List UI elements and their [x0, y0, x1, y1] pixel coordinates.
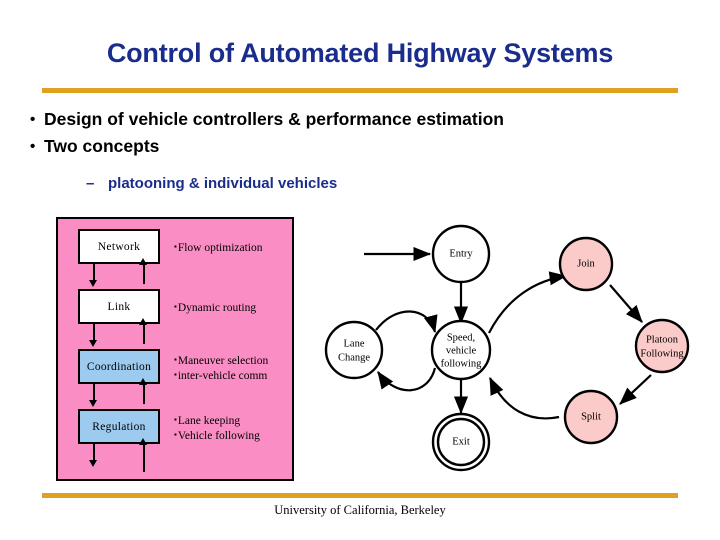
desc-text: Dynamic routing	[177, 302, 257, 314]
arrow-up-coordination-link	[143, 325, 145, 344]
desc-text: Flow optimization	[177, 242, 263, 254]
edge-platoon-to-split	[619, 374, 652, 405]
arrow-down-regulation-out	[93, 444, 95, 462]
arrow-up-link-network	[143, 265, 145, 284]
bullet-text: Design of vehicle controllers & performa…	[44, 109, 504, 129]
bottom-divider-rule	[42, 493, 678, 498]
bullet-marker-icon: •	[30, 111, 36, 128]
desc-bullet-icon: ▪	[174, 370, 177, 379]
page-title: Control of Automated Highway Systems	[106, 38, 614, 68]
bullet-list: • Design of vehicle controllers & perfor…	[30, 106, 700, 196]
maneuver-state-diagram: Entry Speed, vehicle following Lane Chan…	[300, 220, 720, 485]
arrowhead-up-icon	[139, 438, 147, 445]
desc-bullet-icon: ▪	[174, 242, 177, 251]
state-label-platoon-line1: Platoon	[646, 334, 679, 345]
layer-box-network[interactable]: Network	[78, 229, 160, 264]
desc-text: Lane keeping	[177, 415, 241, 427]
desc-text: Maneuver selection	[177, 355, 269, 367]
state-node-platoon-following[interactable]	[634, 318, 690, 374]
layer-desc-network: ▪Flow optimization	[174, 240, 263, 255]
state-label-lane-line2: Change	[338, 352, 370, 363]
edge-speed-to-join	[488, 271, 568, 334]
top-divider-rule	[42, 88, 678, 93]
layer-desc-regulation: ▪Lane keeping ▪Vehicle following	[174, 413, 260, 443]
arrowhead-down-icon	[89, 280, 97, 287]
arrow-up-regulation-coordination	[143, 385, 145, 404]
state-node-split[interactable]	[563, 389, 619, 445]
state-label-split: Split	[581, 411, 601, 422]
state-label-speed-line1: Speed,	[447, 332, 475, 343]
state-label-platoon-line2: Following	[640, 348, 684, 359]
edge-join-to-platoon	[609, 284, 643, 323]
state-node-entry[interactable]	[431, 224, 491, 284]
bullet-level1-item: • Two concepts	[30, 133, 700, 160]
arrow-down-coordination-regulation	[93, 384, 95, 402]
footer-affiliation: University of California, Berkeley	[274, 503, 446, 517]
bullet-level2-item: – platooning & individual vehicles	[86, 172, 700, 196]
layer-desc-link: ▪Dynamic routing	[174, 300, 256, 315]
bullet-text: platooning & individual vehicles	[108, 175, 338, 192]
layer-box-regulation[interactable]: Regulation	[78, 409, 160, 444]
edge-lane-to-speed	[375, 310, 438, 334]
edge-speed-to-lane	[377, 367, 437, 392]
bullet-text: Two concepts	[44, 136, 160, 156]
arrowhead-down-icon	[89, 340, 97, 347]
arrow-down-link-coordination	[93, 324, 95, 342]
state-node-lane-change[interactable]	[324, 320, 384, 380]
dash-marker-icon: –	[86, 175, 95, 192]
state-node-exit-inner-ring	[436, 417, 486, 467]
state-label-lane-line1: Lane	[344, 338, 365, 349]
state-label-join: Join	[577, 258, 595, 269]
desc-bullet-icon: ▪	[174, 355, 177, 364]
bullet-marker-icon: •	[30, 138, 36, 155]
state-label-speed-line3: following	[441, 358, 483, 369]
arrowhead-up-icon	[139, 318, 147, 325]
arrow-down-network-link	[93, 264, 95, 282]
state-label-speed-line2: vehicle	[446, 345, 477, 356]
edge-split-to-speed	[489, 377, 560, 420]
arrowhead-down-icon	[89, 400, 97, 407]
layer-box-link[interactable]: Link	[78, 289, 160, 324]
desc-bullet-icon: ▪	[174, 415, 177, 424]
layer-desc-coordination: ▪Maneuver selection ▪inter-vehicle comm	[174, 353, 268, 383]
state-label-exit: Exit	[452, 436, 470, 447]
state-node-join[interactable]	[558, 236, 614, 292]
bullet-level1-item: • Design of vehicle controllers & perfor…	[30, 106, 700, 133]
arrow-up-in-regulation	[143, 445, 145, 472]
arrowhead-up-icon	[139, 378, 147, 385]
desc-bullet-icon: ▪	[174, 430, 177, 439]
state-label-entry: Entry	[449, 248, 473, 259]
control-hierarchy-panel: Network ▪Flow optimization Link ▪Dynamic…	[56, 217, 294, 481]
desc-text: Vehicle following	[177, 430, 260, 442]
state-node-speed-vehicle-following[interactable]	[430, 319, 492, 381]
layer-box-coordination[interactable]: Coordination	[78, 349, 160, 384]
arrowhead-up-icon	[139, 258, 147, 265]
arrowhead-down-icon	[89, 460, 97, 467]
desc-text: inter-vehicle comm	[177, 370, 268, 382]
desc-bullet-icon: ▪	[174, 302, 177, 311]
